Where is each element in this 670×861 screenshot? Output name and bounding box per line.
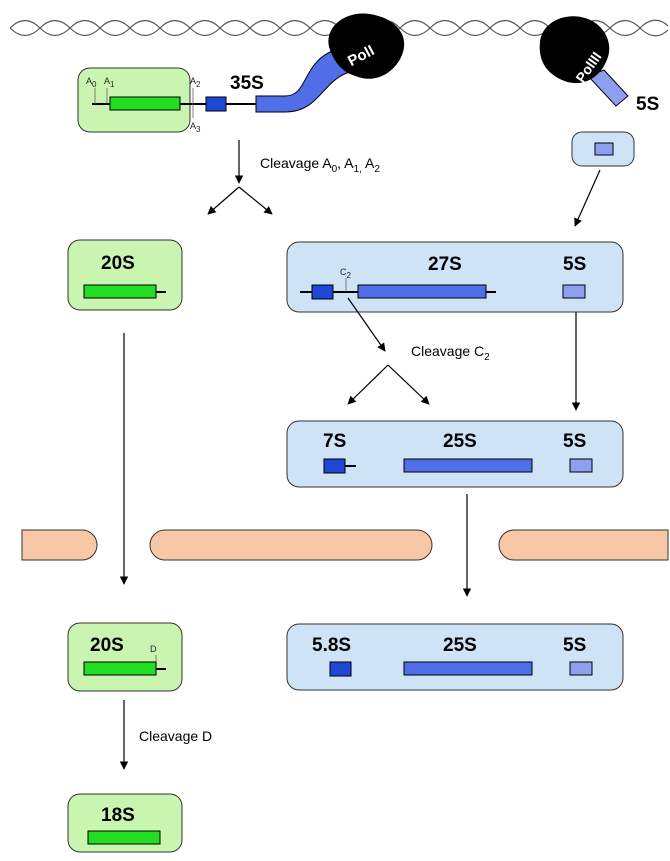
box-20s-late: 20S D	[67, 622, 183, 692]
membrane-segment-middle	[149, 529, 433, 561]
pol1-blob	[328, 13, 405, 79]
box-25s-5s-label: 5S	[563, 431, 586, 452]
cleavage-a-label: Cleavage A0, A1, A2	[260, 155, 380, 175]
box-58s-5s-seg	[569, 661, 593, 676]
box-27s-label: 27S	[428, 254, 462, 275]
box-20s-bg	[67, 239, 183, 311]
box-58s-bg	[286, 623, 624, 691]
pre35s-label: 35S	[230, 73, 264, 94]
box-7s-58s-seg	[323, 458, 346, 474]
box-27s-5s-label: 5S	[563, 254, 586, 275]
box-58s-25s-5s: 5.8S 25S 5S	[286, 623, 624, 691]
box-20s-18s-seg	[83, 284, 157, 299]
box-58s-25s-seg	[403, 661, 533, 676]
pre5s-rna	[594, 142, 614, 156]
box-18s: 18S	[67, 793, 183, 853]
cleavage-d-label: Cleavage D	[139, 728, 212, 744]
arrow-5s-to-27s	[574, 169, 601, 227]
box-27s-58s-seg	[311, 284, 334, 300]
box-25s-label: 25S	[443, 431, 477, 452]
box-27s-25s-seg	[357, 284, 487, 299]
site-c2-label: C2	[340, 267, 352, 280]
box-20s-late-label: 20S	[90, 635, 124, 656]
box-18s-seg	[87, 830, 161, 845]
site-a1-label: A1	[104, 76, 115, 89]
site-a2-label: A2	[190, 76, 201, 89]
box-7s-25s-bg	[286, 420, 624, 488]
pol1-enzyme: PolI	[328, 13, 405, 79]
box-27s-bg	[286, 241, 624, 313]
box-25s-5s-seg	[569, 458, 593, 473]
membrane-segment-right	[498, 529, 669, 561]
pre5s-label: 5S	[636, 94, 659, 115]
fork-a-right	[238, 186, 273, 215]
box-7s-label: 7S	[323, 431, 346, 452]
box-58s-seg	[329, 661, 352, 677]
membrane-segment-left	[21, 529, 98, 561]
pol3-enzyme: PolIII	[539, 16, 629, 107]
box-20s-late-bg	[67, 622, 183, 692]
fork-c2-right	[387, 364, 430, 405]
box-27s: 27S 5S C2	[286, 241, 624, 313]
fork-a-left	[207, 186, 240, 215]
site-d-label: D	[150, 644, 157, 654]
arrow-cleavage-c2	[347, 297, 386, 352]
site-a3-label: A3	[190, 121, 201, 134]
pre35s-58s-box	[205, 96, 227, 112]
box-27s-5s-seg	[562, 284, 586, 299]
box-18s-label: 18S	[101, 805, 135, 826]
box-58s-25s-label: 25S	[443, 635, 477, 656]
box-7s-25s: 7S 25S 5S	[286, 420, 624, 488]
box-20s-label: 20S	[101, 253, 135, 274]
site-a0-label: A0	[86, 76, 97, 89]
fork-c2-left	[347, 364, 389, 405]
box-20s: 20S	[67, 239, 183, 311]
nuclear-membrane	[21, 529, 669, 561]
box-58s-5s-label: 5S	[563, 635, 586, 656]
box-25s-seg	[403, 458, 533, 473]
box-58s-label: 5.8S	[312, 635, 351, 656]
box-20s-late-18s-seg	[83, 661, 157, 676]
pre35s-18s-box	[109, 96, 181, 111]
pol3-blob	[539, 16, 610, 84]
cleavage-c2-label: Cleavage C2	[411, 343, 490, 363]
